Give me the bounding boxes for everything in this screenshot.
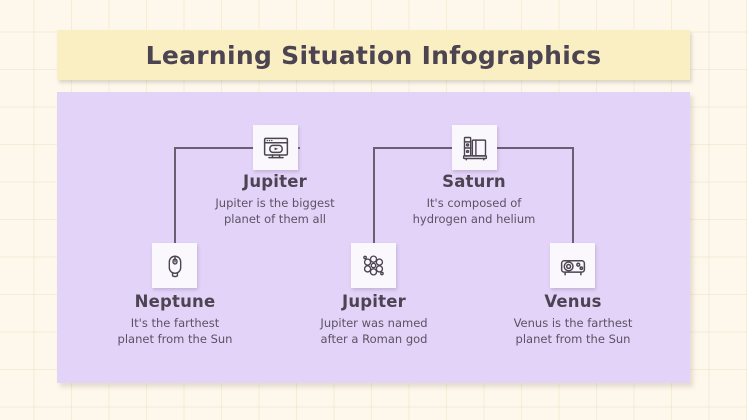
node-jupiter-top: Jupiter Jupiter is the biggest planet of… <box>179 172 371 227</box>
node-description: Jupiter was named after a Roman god <box>320 316 428 346</box>
node-title: Neptune <box>134 292 216 311</box>
computer-mouse-icon <box>162 253 188 279</box>
atom-icon <box>360 252 387 279</box>
icon-card-neptune[interactable] <box>152 243 197 288</box>
icon-card-venus[interactable] <box>550 243 595 288</box>
video-player-icon <box>262 134 290 162</box>
node-title: Jupiter <box>342 292 406 311</box>
projector-icon <box>559 252 587 280</box>
connector-horizontal-left <box>174 147 300 149</box>
node-title: Venus <box>544 292 602 311</box>
node-description: Jupiter is the biggest planet of them al… <box>215 196 335 226</box>
connector-vertical-right <box>572 147 574 252</box>
page-title: Learning Situation Infographics <box>145 40 602 70</box>
connector-vertical-left <box>174 147 176 252</box>
node-jupiter-bottom: Jupiter Jupiter was named after a Roman … <box>278 292 470 347</box>
node-description: It's the farthest planet from the Sun <box>117 316 233 346</box>
icon-card-saturn-top[interactable] <box>452 125 497 170</box>
node-title: Saturn <box>442 172 506 191</box>
node-description: It's composed of hydrogen and helium <box>412 196 536 226</box>
node-venus: Venus Venus is the farthest planet from … <box>477 292 669 347</box>
connector-vertical-center <box>373 147 375 252</box>
node-description: Venus is the farthest planet from the Su… <box>513 316 633 346</box>
title-banner: Learning Situation Infographics <box>57 30 690 80</box>
node-title: Jupiter <box>243 172 307 191</box>
node-neptune: Neptune It's the farthest planet from th… <box>79 292 271 347</box>
icon-card-jupiter-bottom[interactable] <box>351 243 396 288</box>
icon-card-jupiter-top[interactable] <box>253 125 298 170</box>
node-saturn-top: Saturn It's composed of hydrogen and hel… <box>378 172 570 227</box>
bookshelf-icon <box>461 134 489 162</box>
